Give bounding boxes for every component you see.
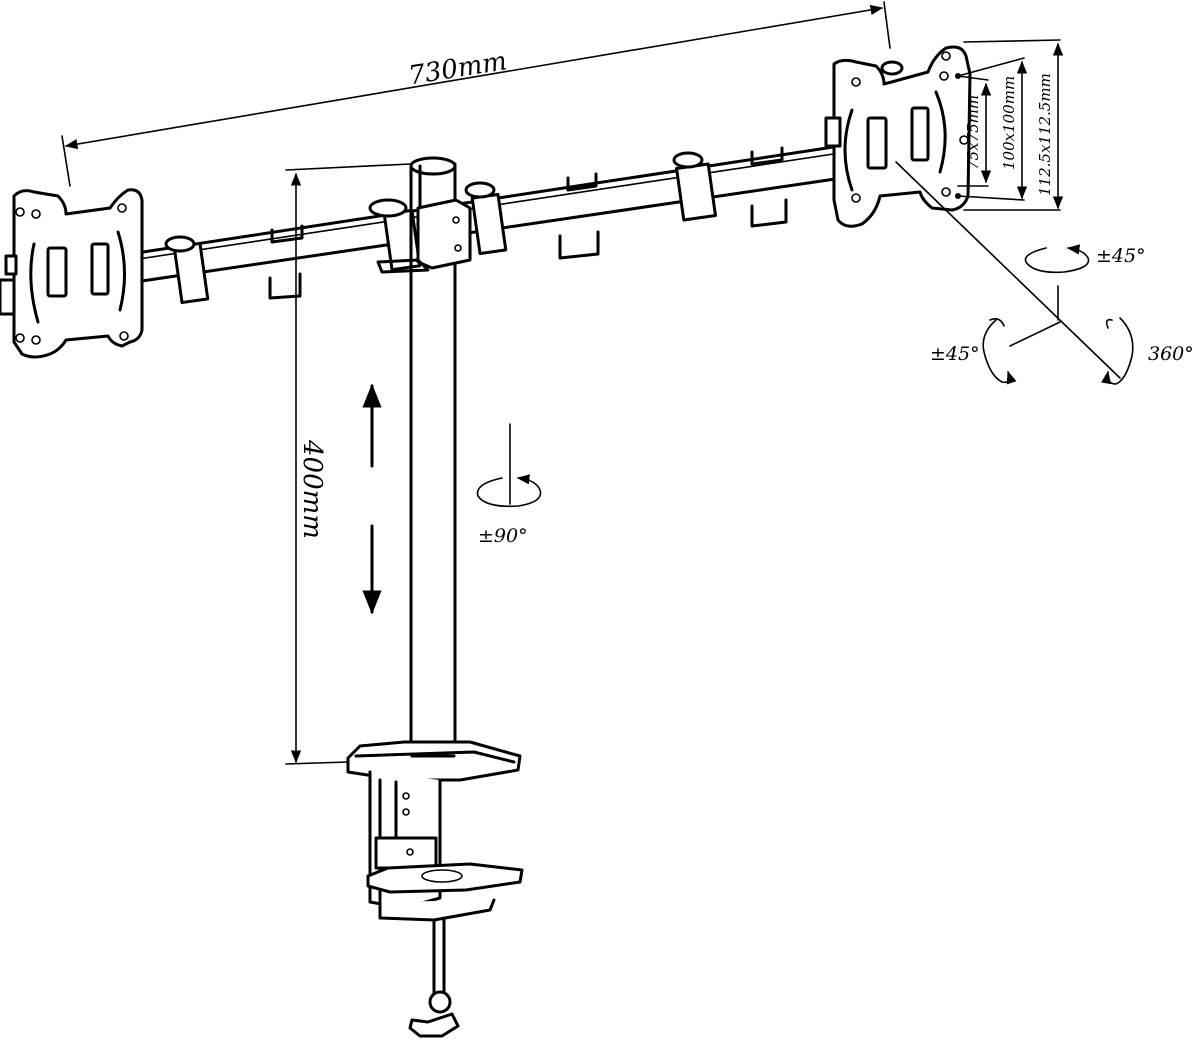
vesa-dimensions xyxy=(957,39,1064,211)
vesa-large-label: 112.5x112.5mm xyxy=(1036,73,1054,196)
pole-height-label: 400mm xyxy=(297,439,327,539)
arm-rotation-symbol xyxy=(476,423,542,508)
adjustment-axes xyxy=(895,161,1134,385)
arm-rotation-label: ±90° xyxy=(478,525,528,547)
desk-clamp xyxy=(346,740,524,1038)
right-vesa-plate xyxy=(824,45,972,228)
pole-height-dimension xyxy=(285,163,411,765)
tilt-label: ±45° xyxy=(1096,245,1146,267)
arm-span-label: 730mm xyxy=(406,46,508,91)
vesa-medium-label: 100x100mm xyxy=(1000,76,1018,170)
swivel-label: ±45° xyxy=(930,343,980,365)
center-pole xyxy=(376,156,472,762)
arm-knobs xyxy=(164,151,704,253)
rotation-label: 360° xyxy=(1148,343,1194,365)
arm-span-dimension xyxy=(61,1,891,187)
left-vesa-plate xyxy=(0,188,144,359)
crossbar-arm xyxy=(128,144,844,305)
vesa-small-label: 75x75mm xyxy=(964,95,982,170)
